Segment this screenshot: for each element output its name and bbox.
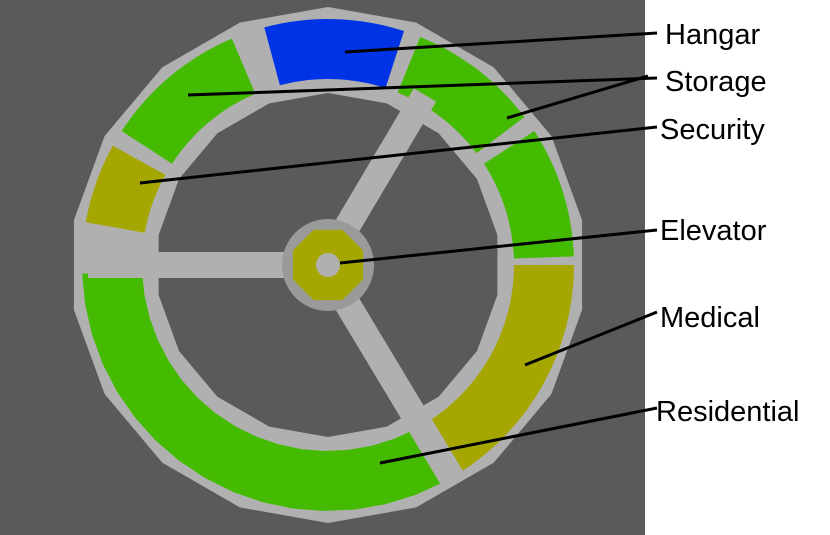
leader-storage-left: [187, 76, 658, 97]
hangar-module: [264, 19, 404, 89]
label-storage: Storage: [665, 66, 767, 98]
label-security: Security: [660, 114, 765, 146]
leader-medical: [524, 310, 658, 367]
storage-module-right: [397, 36, 525, 154]
storage-module-left: [121, 38, 256, 164]
spoke-upper-right: [333, 88, 437, 237]
leader-hangar: [344, 31, 658, 54]
residential-module: [82, 271, 444, 511]
leader-security: [139, 125, 658, 185]
label-elevator: Elevator: [660, 215, 767, 247]
outer-frame-ring: [73, 7, 583, 523]
label-residential: Residential: [656, 396, 799, 428]
label-medical: Medical: [660, 302, 760, 334]
leader-storage-right: [506, 74, 649, 120]
spoke-lower-right: [333, 293, 464, 485]
security-module: [85, 145, 166, 233]
elevator-shaft: [316, 253, 340, 277]
medical-module: [426, 265, 574, 474]
leader-residential: [379, 406, 658, 465]
storage-module-right-lower: [484, 131, 574, 259]
label-hangar: Hangar: [665, 19, 760, 51]
spokes: [88, 88, 464, 485]
leader-elevator: [339, 228, 658, 265]
leader-lines: [139, 31, 658, 465]
